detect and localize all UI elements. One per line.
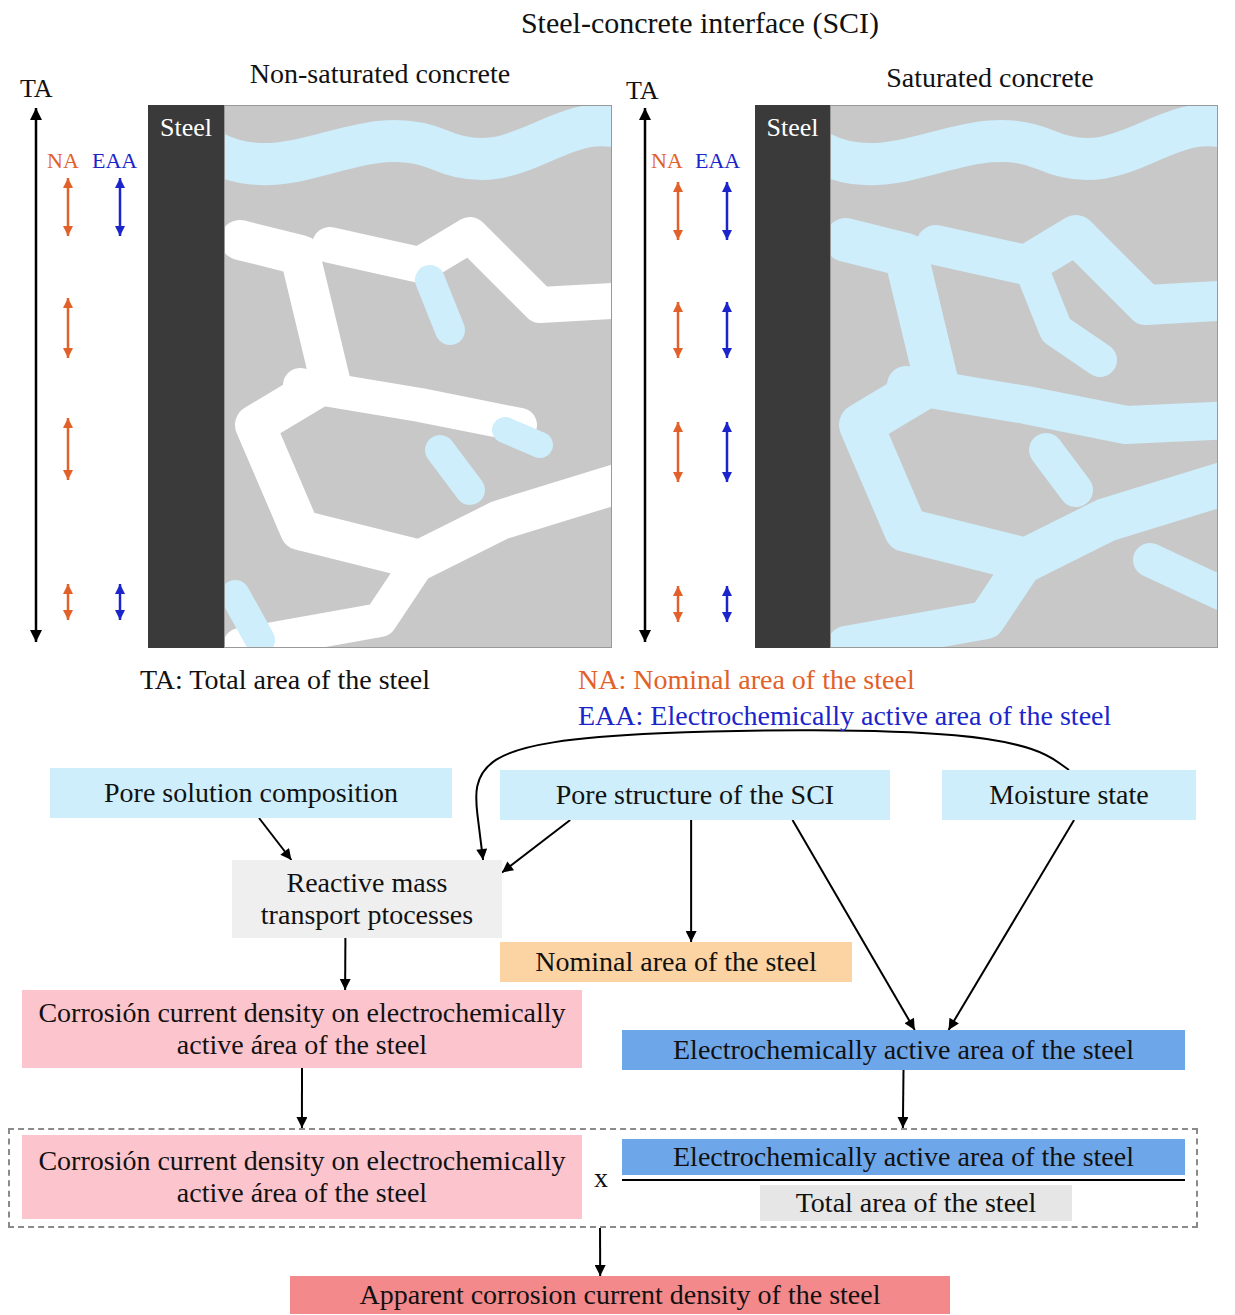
flow-arrow xyxy=(793,820,915,1030)
node-text: Pore structure of the SCI xyxy=(556,779,834,811)
key-text: TA: Total area of the steel xyxy=(140,664,430,696)
dimension-label: NA xyxy=(47,148,79,173)
key-text: EAA: Electrochemically active area of th… xyxy=(578,700,1111,732)
node-text: Corrosión current density on electrochem… xyxy=(28,997,576,1061)
node-text: Total area of the steel xyxy=(796,1187,1037,1219)
dimension-arrows xyxy=(36,108,727,642)
fraction-bar xyxy=(622,1179,1185,1181)
node-text: Pore solution composition xyxy=(104,777,398,809)
flow-arrow xyxy=(599,1228,601,1276)
saturated-concrete xyxy=(830,105,1218,648)
flow-arrow xyxy=(949,820,1075,1030)
node-text: Moisture state xyxy=(989,779,1148,811)
flow-arrow xyxy=(502,820,570,872)
node-text: Electrochemically active area of the ste… xyxy=(673,1034,1134,1066)
steel-label: Steel xyxy=(767,113,819,143)
equation-term: Corrosión current density on electrochem… xyxy=(22,1135,582,1219)
node-text: Electrochemically active area of the ste… xyxy=(673,1141,1134,1173)
non-saturated-concrete xyxy=(224,105,612,648)
result-box: Nominal area of the steel xyxy=(500,942,852,982)
factor-box: Moisture state xyxy=(942,770,1196,820)
key-text: NA: Nominal area of the steel xyxy=(578,664,915,696)
dimension-label: EAA xyxy=(92,148,137,173)
steel-label: Steel xyxy=(160,113,212,143)
diagram-title: Steel-concrete interface (SCI) xyxy=(400,6,1000,41)
dimension-label: TA xyxy=(626,76,659,106)
node-text: Corrosión current density on electrochem… xyxy=(28,1145,576,1209)
factor-box: Pore structure of the SCI xyxy=(500,770,890,820)
operator-sign: x xyxy=(594,1162,608,1194)
equation-denominator: Total area of the steel xyxy=(760,1185,1072,1221)
process-box: Reactive mass transport ptocesses xyxy=(232,860,502,938)
equation-frame: x Corrosión current density on electroche… xyxy=(8,1128,1198,1228)
panel-title: Saturated concrete xyxy=(830,62,1150,94)
steel-bar: Steel xyxy=(755,105,830,648)
result-box: Electrochemically active area of the ste… xyxy=(622,1030,1185,1070)
dimension-label: NA xyxy=(651,148,683,173)
panel-title: Non-saturated concrete xyxy=(200,58,560,90)
factor-box: Pore solution composition xyxy=(50,768,452,818)
flow-arrow xyxy=(690,820,692,942)
flow-arrow xyxy=(259,818,291,860)
node-text: Nominal area of the steel xyxy=(535,946,816,978)
flow-arrow xyxy=(902,1070,905,1128)
equation-numerator: Electrochemically active area of the ste… xyxy=(622,1139,1185,1175)
dimension-label: TA xyxy=(20,74,53,104)
node-text: Reactive mass transport ptocesses xyxy=(238,867,496,931)
dimension-label: EAA xyxy=(695,148,740,173)
output-box: Apparent corrosion current density of th… xyxy=(290,1276,950,1314)
flow-arrow xyxy=(301,1068,303,1128)
flow-arrow xyxy=(344,938,346,990)
node-text: Apparent corrosion current density of th… xyxy=(360,1279,881,1311)
steel-bar: Steel xyxy=(148,105,224,648)
result-box: Corrosión current density on electrochem… xyxy=(22,990,582,1068)
